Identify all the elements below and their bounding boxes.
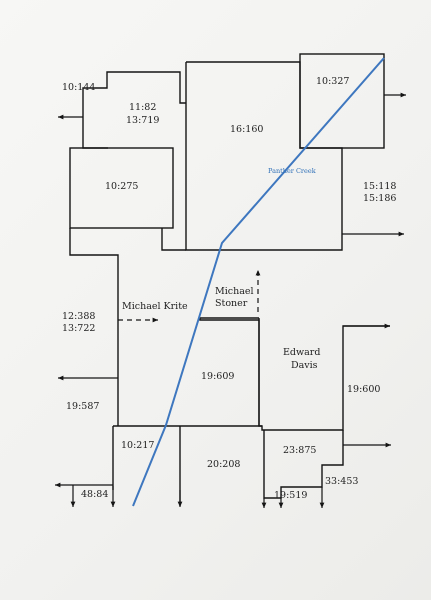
boundary-16-160	[185, 61, 343, 251]
label-16-160: 16:160	[230, 124, 263, 135]
boundary-11-82	[82, 71, 186, 149]
boundary-join	[161, 228, 186, 251]
label-20-208: 20:208	[207, 459, 240, 470]
label-12-388: 12:388	[62, 311, 95, 322]
panther-creek-label: Panther Creek	[268, 167, 316, 175]
label-48-84: 48:84	[81, 489, 108, 500]
label-11-82: 11:82	[129, 102, 156, 113]
label-19-600: 19:600	[347, 384, 380, 395]
panther-creek-line	[132, 57, 385, 507]
boundary-10-275	[69, 147, 174, 229]
label-10-327: 10:327	[316, 76, 349, 87]
owner-stoner-first: Michael	[215, 286, 254, 297]
boundary-10-327	[299, 53, 385, 149]
arrows	[55, 92, 406, 508]
label-23-875: 23:875	[283, 445, 316, 456]
label-19-609: 19:609	[201, 371, 234, 382]
owner-davis-first: Edward	[283, 347, 320, 358]
boundary-davis	[258, 318, 390, 431]
label-13-722: 13:722	[62, 323, 95, 334]
label-19-587: 19:587	[66, 401, 99, 412]
label-15-186: 15:186	[363, 193, 396, 204]
parcel-boundaries	[69, 53, 390, 506]
boundary-23-875	[263, 430, 344, 499]
label-13-719: 13:719	[126, 115, 159, 126]
label-10-217: 10:217	[121, 440, 154, 451]
owner-davis-last: Davis	[291, 360, 318, 371]
parcel-labels: 10:144 11:82 13:719 16:160 10:327 10:275…	[62, 76, 396, 501]
owner-michael-krite: Michael Krite	[122, 301, 188, 312]
label-10-275: 10:275	[105, 181, 138, 192]
label-19-519: 19:519	[274, 490, 307, 501]
label-15-118: 15:118	[363, 181, 396, 192]
label-33-453: 33:453	[325, 476, 358, 487]
owner-stoner-last: Stoner	[215, 298, 248, 309]
boundary-12-388	[69, 228, 119, 426]
label-10-144: 10:144	[62, 82, 95, 93]
owner-labels: Michael Krite Michael Stoner Edward Davi…	[122, 286, 320, 371]
